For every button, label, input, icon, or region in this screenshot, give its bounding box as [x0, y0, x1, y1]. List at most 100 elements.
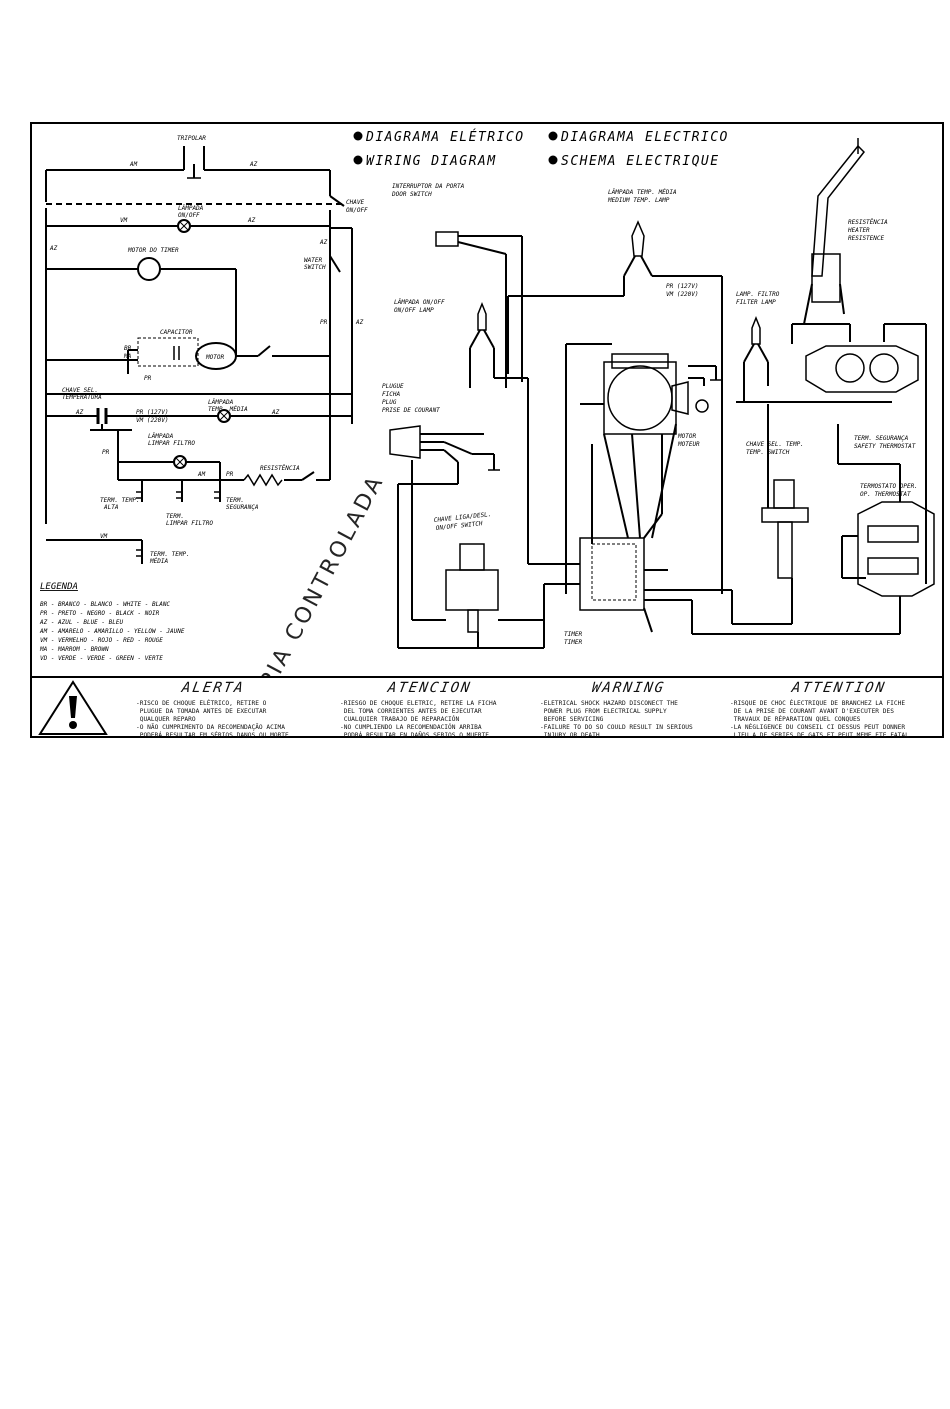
timer-label: TIMER: [564, 631, 582, 638]
svg-text:VM (220V): VM (220V): [666, 291, 699, 298]
heater-resistor-icon: [243, 473, 283, 487]
svg-text:CHAVE: CHAVE: [346, 199, 364, 206]
temp-switch-label: CHAVE SEL. TEMP.: [746, 441, 804, 448]
medium-lamp-icon: [631, 220, 645, 257]
svg-text:BR: BR: [124, 345, 132, 352]
plug-label: TRIPOLAR: [177, 135, 206, 142]
svg-text:AZ: AZ: [319, 239, 328, 246]
warning-text-fr: -RISQUE DE CHOC ÉLECTRIQUE DE BRANCHEZ L…: [730, 700, 909, 739]
thermostat-icon: [176, 491, 183, 499]
safety-thermostat-icon: [805, 345, 919, 393]
svg-text:PR: PR: [320, 319, 328, 326]
svg-text:MOTOR DO TIMER: MOTOR DO TIMER: [127, 247, 179, 254]
svg-text:SAFETY THERMOSTAT: SAFETY THERMOSTAT: [854, 443, 916, 450]
svg-text:AZ: AZ: [355, 319, 364, 326]
safety-thermostat-label: TERM. SEGURANÇA: [854, 435, 909, 442]
svg-text:ON/OFF: ON/OFF: [178, 212, 200, 219]
svg-text:ALTA: ALTA: [103, 504, 119, 511]
svg-text:MEDIUM TEMP. LAMP: MEDIUM TEMP. LAMP: [607, 197, 670, 204]
svg-text:VM: VM: [100, 533, 108, 540]
svg-text:OP. THERMOSTAT: OP. THERMOSTAT: [860, 491, 911, 498]
thermostat-icon: [136, 491, 143, 499]
bullet-icon: [353, 131, 363, 141]
svg-text:FICHA: FICHA: [382, 391, 400, 398]
svg-text:AM: AM: [129, 161, 138, 168]
legend-title: LEGENDA: [40, 582, 78, 592]
svg-text:PR (127V): PR (127V): [136, 409, 169, 416]
svg-text:MOTEUR: MOTEUR: [677, 441, 700, 448]
onoff-lamp-icon: [477, 301, 487, 331]
svg-text:AZ: AZ: [49, 245, 58, 252]
svg-text:TERM. TEMP.: TERM. TEMP.: [100, 497, 140, 504]
svg-text:SEGURANÇA: SEGURANÇA: [226, 504, 259, 511]
svg-text:TERM.: TERM.: [226, 497, 244, 504]
svg-text:PLUG: PLUG: [382, 399, 397, 406]
svg-text:PRISE DE COURANT: PRISE DE COURANT: [382, 407, 440, 414]
warning-panel: ALERTA -RISCO DE CHOQUE ELÉTRICO, RETIRE…: [32, 676, 942, 739]
svg-text:ON/OFF: ON/OFF: [346, 207, 368, 214]
svg-text:FILTER LAMP: FILTER LAMP: [736, 299, 776, 306]
door-switch-icon: [435, 231, 459, 247]
title-pt: DIAGRAMA ELÉTRICO: [365, 129, 525, 145]
legend-item: AM - AMARELO - AMARILLO - YELLOW - JAUNE: [39, 628, 185, 635]
motor-body-icon: [603, 361, 677, 435]
bullet-icon: [548, 131, 558, 141]
svg-text:ON/OFF SWITCH: ON/OFF SWITCH: [435, 520, 483, 532]
wiring-diagram-sheet: DIAGRAMA ELÉTRICO DIAGRAMA ELECTRICO WIR…: [30, 122, 944, 739]
legend: LEGENDA BR - BRANCO - BLANCO - WHITE - B…: [39, 582, 185, 662]
svg-text:MA: MA: [123, 353, 132, 360]
svg-text:VM: VM: [120, 217, 128, 224]
filter-lamp-icon: [751, 315, 761, 345]
svg-text:PR: PR: [144, 375, 152, 382]
warning-title-fr: ATTENTION: [790, 680, 888, 696]
svg-text:MOTOR: MOTOR: [205, 354, 224, 361]
svg-text:LÂMPADA: LÂMPADA: [148, 433, 174, 440]
svg-text:DOOR SWITCH: DOOR SWITCH: [391, 191, 432, 198]
warning-triangle-icon: [38, 680, 108, 735]
legend-item: VM - VERMELHO - ROJO - RED - ROUGE: [40, 637, 163, 644]
temp-switch-icon: [761, 507, 809, 523]
warning-text-es: -RIESGO DE CHOQUE ELETRIC, RETIRE LA FIC…: [340, 700, 497, 739]
diagram-titles: DIAGRAMA ELÉTRICO DIAGRAMA ELECTRICO WIR…: [353, 129, 727, 169]
svg-text:PR: PR: [226, 471, 234, 478]
plug-label: PLUGUE: [382, 383, 404, 390]
warning-title-es: ATENCION: [386, 680, 473, 696]
svg-text:PR: PR: [102, 449, 110, 456]
svg-text:LIMPAR FILTRO: LIMPAR FILTRO: [148, 440, 195, 447]
medium-lamp-label: LÂMPADA TEMP. MÉDIA: [608, 188, 677, 196]
warning-title-pt: ALERTA: [180, 680, 246, 696]
plug-icon: [389, 425, 421, 459]
schematic: TRIPOLAR AM AZ CHAVE ON/OFF LÂMPADA ON/O…: [45, 135, 368, 565]
watermark: CÓPIA CONTROLADA: [236, 470, 389, 676]
door-switch-label: INTERRUPTOR DA PORTA: [392, 183, 465, 190]
svg-text:HEATER: HEATER: [847, 227, 870, 234]
svg-text:VM (220V): VM (220V): [136, 417, 169, 424]
svg-text:TIMER: TIMER: [564, 639, 582, 646]
bullet-icon: [353, 155, 363, 165]
op-thermostat-label: TERMOSTATO OPER.: [860, 483, 918, 490]
warning-text-pt: -RISCO DE CHOQUE ELÉTRICO, RETIRE O PLUG…: [136, 700, 289, 739]
svg-text:RESISTÊNCIA: RESISTÊNCIA: [260, 464, 300, 472]
onoff-lamp-label: LÂMPADA ON/OFF: [394, 299, 445, 306]
title-fr: SCHEMA ELECTRIQUE: [561, 154, 720, 169]
legend-item: MA - MARROM - BROWN: [39, 646, 109, 653]
svg-text:TERM. TEMP.: TERM. TEMP.: [150, 551, 190, 558]
wiring-diagram: DIAGRAMA ELÉTRICO DIAGRAMA ELECTRICO WIR…: [39, 129, 935, 676]
svg-text:AZ: AZ: [247, 217, 256, 224]
legend-item: BR - BRANCO - BLANCO - WHITE - BLANC: [40, 601, 170, 608]
svg-text:TEMP. MÉDIA: TEMP. MÉDIA: [208, 405, 248, 413]
svg-text:AZ: AZ: [249, 161, 258, 168]
svg-text:CHAVE SEL.: CHAVE SEL.: [62, 387, 98, 394]
title-en: WIRING DIAGRAM: [366, 154, 497, 169]
legend-item: PR - PRETO - NEGRO - BLACK - NOIR: [40, 610, 160, 617]
bullet-icon: [548, 155, 558, 165]
pictorial-diagram: INTERRUPTOR DA PORTA DOOR SWITCH LÂMPADA…: [382, 138, 935, 649]
filter-lamp-label: LAMP. FILTRO: [736, 291, 780, 298]
svg-text:CAPACITOR: CAPACITOR: [160, 329, 193, 336]
legend-item: AZ - AZUL - BLUE - BLEU: [39, 619, 123, 626]
svg-text:AM: AM: [197, 471, 206, 478]
warning-text-en: -ELETRICAL SHOCK HAZARD DISCONECT THE PO…: [540, 700, 693, 739]
thermostat-icon: [136, 549, 143, 557]
motor-label: MOTOR: [677, 433, 696, 440]
svg-text:ON/OFF LAMP: ON/OFF LAMP: [394, 307, 434, 314]
